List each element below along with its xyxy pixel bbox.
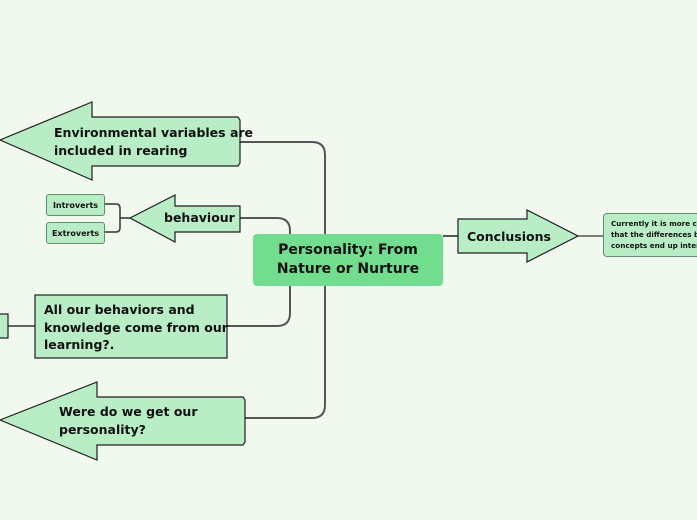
arrow-shape-where: [0, 381, 246, 461]
node-extroverts[interactable]: Extroverts: [46, 222, 105, 244]
connector-behaviour-children: [104, 203, 130, 233]
node-where-label[interactable]: Were do we get our personality?: [59, 404, 198, 437]
arrow-shape-environmental: [0, 101, 241, 181]
node-learning-label[interactable]: All our behaviors and knowledge come fro…: [44, 302, 228, 352]
arrow-shape-behaviour: [128, 194, 241, 243]
box-shape-learning: [34, 294, 228, 359]
central-topic[interactable]: Personality: From Nature or Nurture: [253, 234, 443, 286]
node-introverts[interactable]: Introverts: [46, 194, 105, 216]
conclusion-note-text: Currently it is more co that the differe…: [611, 219, 697, 250]
arrow-shape-conclusions: [457, 209, 580, 263]
node-conclusions-label[interactable]: Conclusions: [467, 229, 551, 244]
node-behaviour-label[interactable]: behaviour: [164, 210, 235, 225]
node-environmental-label[interactable]: Environmental variables are included in …: [54, 125, 254, 158]
box-shape-learning-child: [0, 313, 9, 339]
conclusion-note[interactable]: Currently it is more co that the differe…: [603, 213, 697, 257]
